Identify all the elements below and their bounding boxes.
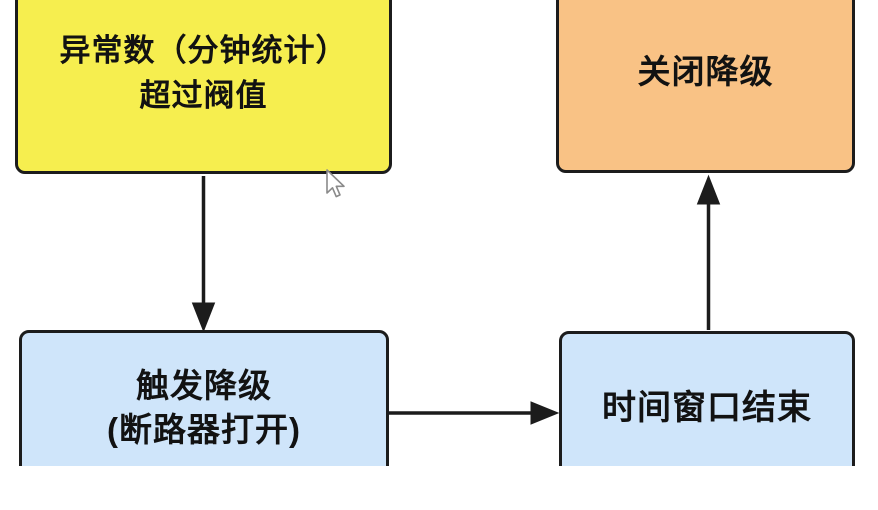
diagram-clip-region: 异常数（分钟统计） 超过阀值 关闭降级 触发降级 (断路器打开) 时间窗口结束: [15, 0, 855, 466]
arrow-exception-to-trigger: [191, 176, 216, 333]
node-trigger-degrade-line2: (断路器打开): [107, 411, 301, 448]
node-time-window-end-label: 时间窗口结束: [602, 389, 812, 427]
arrow-trigger-to-window: [389, 401, 560, 425]
node-exception-threshold-line1: 异常数（分钟统计）: [59, 33, 348, 68]
node-close-degrade-label: 关闭降级: [637, 53, 774, 90]
node-close-degrade: 关闭降级: [556, 0, 855, 173]
node-exception-threshold: 异常数（分钟统计） 超过阀值: [15, 0, 392, 174]
node-time-window-end: 时间窗口结束: [559, 331, 855, 466]
node-trigger-degrade-line1: 触发降级: [136, 367, 272, 404]
arrow-window-to-close: [696, 174, 721, 330]
node-trigger-degrade: 触发降级 (断路器打开): [19, 330, 389, 466]
node-exception-threshold-line2: 超过阀值: [139, 78, 268, 113]
